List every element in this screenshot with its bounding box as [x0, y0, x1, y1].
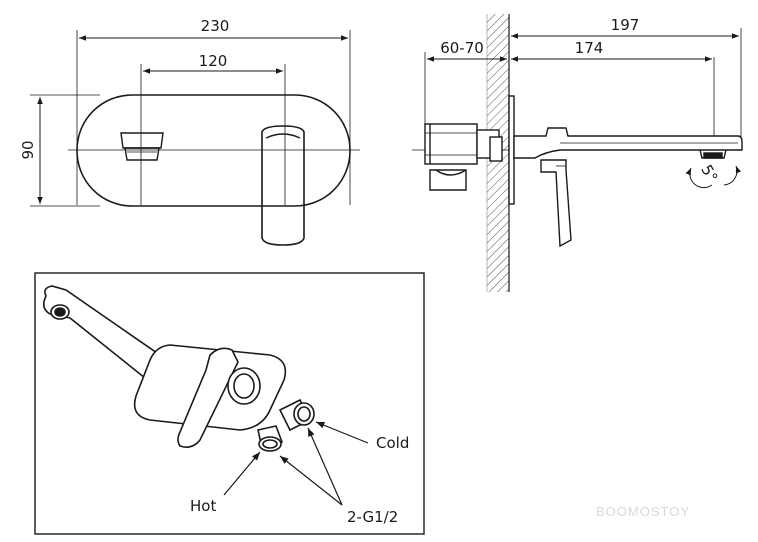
detail-illustration: [42, 285, 369, 506]
leader-hot: [223, 451, 261, 496]
leader-cold: [315, 421, 369, 444]
dim-wall-text: 60-70: [440, 39, 484, 57]
front-view: [30, 30, 360, 246]
handle-side: [540, 159, 572, 248]
handle-front: [261, 125, 305, 246]
lever-3d: [177, 347, 239, 448]
label-cold: Cold: [376, 434, 409, 452]
dim-spacing-text: 120: [199, 52, 228, 70]
leader-thread-hot: [279, 455, 343, 506]
dim-total-text: 197: [611, 16, 640, 34]
wall-plate: [76, 94, 351, 207]
watermark: BOOMOSTOY: [596, 504, 690, 519]
label-thread: 2-G1/2: [347, 508, 398, 526]
dim-spout-text: 174: [575, 39, 604, 57]
side-view: [412, 14, 743, 292]
outlet-front: [120, 132, 164, 161]
dim-height-text: 90: [19, 140, 37, 159]
label-hot: Hot: [190, 497, 216, 515]
spout-side: [513, 127, 743, 189]
leader-thread-cold: [307, 427, 343, 506]
valve-body: [424, 123, 503, 191]
dim-angle-text: 5°: [697, 162, 721, 186]
cold-inlet: [278, 398, 315, 432]
dim-width-text: 230: [201, 17, 230, 35]
hot-inlet: [257, 425, 284, 452]
detail-frame: [34, 272, 425, 535]
flange: [508, 95, 515, 205]
